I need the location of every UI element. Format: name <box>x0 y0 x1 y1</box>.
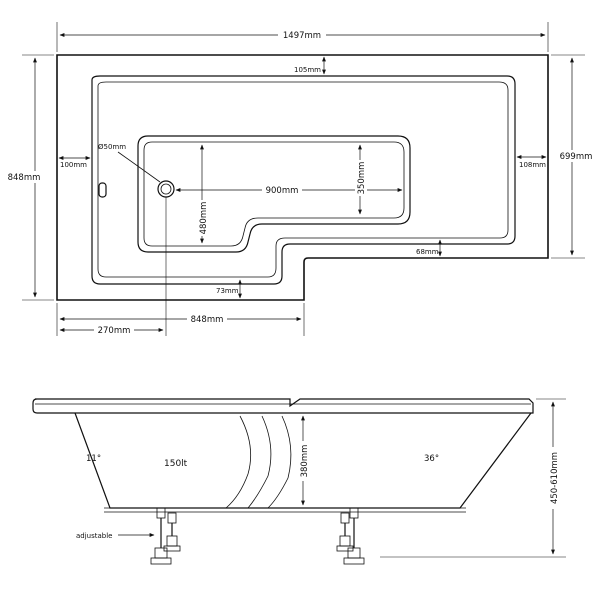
waste-outlet <box>157 180 175 198</box>
label-top-end-width: 105mm <box>294 66 321 74</box>
label-right-height: 699mm <box>560 152 593 162</box>
label-overall-width: 1497mm <box>283 31 321 41</box>
label-overall-height: 848mm <box>8 173 41 183</box>
label-bowl-width: 480mm <box>199 202 209 235</box>
label-left-end-width: 100mm <box>60 161 87 169</box>
waste-outlet-inner <box>160 183 172 195</box>
label-side-height: 450-610mm <box>550 452 560 504</box>
label-capacity: 150lt <box>164 459 188 469</box>
label-adjustable-legs: adjustable <box>76 532 113 540</box>
bath-outer-outline <box>56 54 549 301</box>
shower-panel-curve <box>225 415 252 509</box>
label-rim-73: 73mm <box>216 287 239 295</box>
label-left-angle: 11° <box>86 454 101 464</box>
adjustable-leg-left <box>150 507 181 565</box>
label-bowl-length: 900mm <box>266 186 299 196</box>
side-view: 11° 36° 150lt 380mm 450-610mm <box>32 398 566 565</box>
label-bowl-depth: 350mm <box>357 162 367 195</box>
bath-rim-line <box>91 75 516 285</box>
label-waste-diameter: Ø50mm <box>98 143 126 151</box>
label-shoulder-width: 848mm <box>191 315 224 325</box>
bath-rim-line-inner <box>97 81 509 278</box>
label-right-angle: 36° <box>424 454 439 464</box>
label-right-end-width: 108mm <box>519 161 546 169</box>
bath-bowl-outline <box>137 135 411 253</box>
bath-rim-side <box>32 398 534 414</box>
plan-view: 1497mm 105mm 100mm Ø50mm 900mm 350mm 480… <box>4 22 596 336</box>
adjustable-leg-right <box>336 507 365 565</box>
label-rim-68: 68mm <box>416 248 439 256</box>
waste-leader-line <box>117 151 161 183</box>
overflow-outlet <box>98 182 107 198</box>
shower-panel-curve-3 <box>267 415 292 509</box>
bath-bowl-inner <box>143 141 405 247</box>
label-internal-depth: 380mm <box>300 445 310 478</box>
shower-panel-curve-2 <box>247 415 272 509</box>
label-waste-offset: 270mm <box>98 326 131 336</box>
